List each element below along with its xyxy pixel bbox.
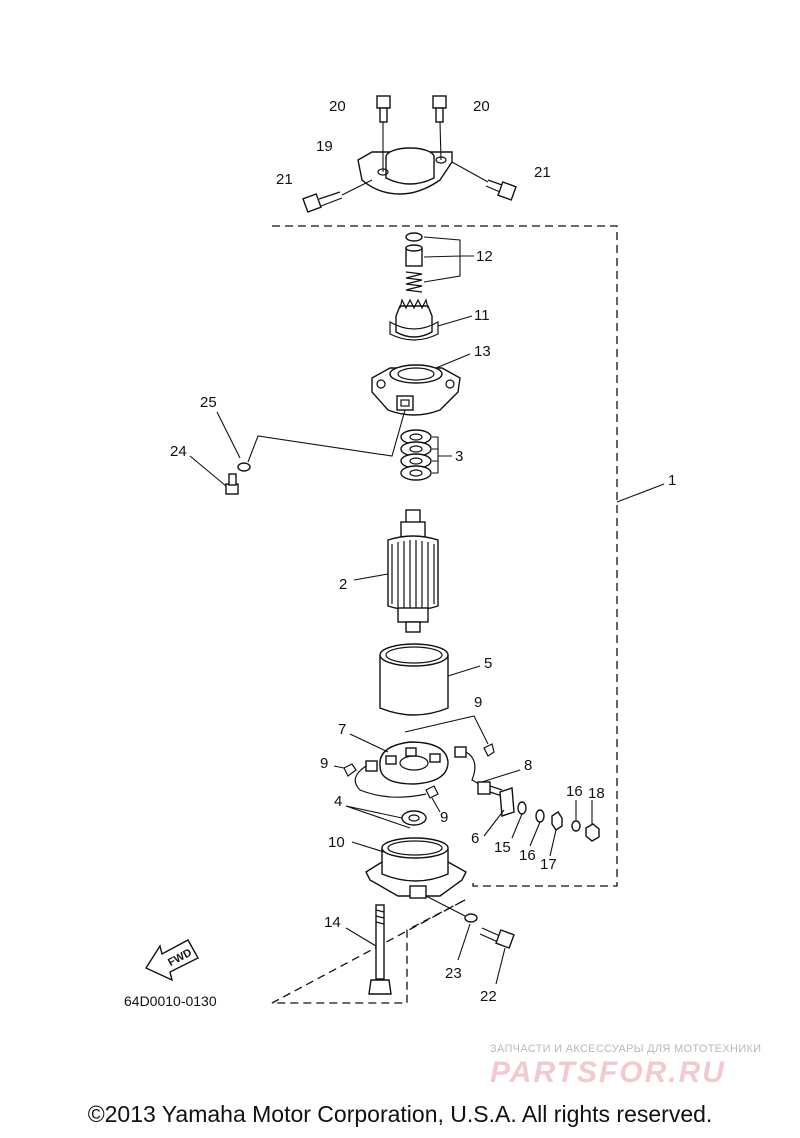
washer-12	[405, 232, 423, 242]
bracket-19	[357, 147, 453, 195]
collar-12	[405, 244, 423, 267]
watermark-tagline: ЗАПЧАСТИ И АКСЕССУАРЫ ДЛЯ МОТОТЕХНИКИ	[490, 1043, 762, 1055]
armature-2	[387, 509, 439, 633]
washer-16-b	[571, 820, 581, 832]
copyright-notice: ©2013 Yamaha Motor Corporation, U.S.A. A…	[87, 1101, 713, 1127]
front-cover-13	[371, 364, 461, 416]
screw-9-right	[483, 743, 495, 757]
bolt-21-right	[485, 179, 517, 201]
callout-5: 5	[484, 655, 492, 672]
callout-6: 6	[471, 830, 479, 847]
bolt-20-right	[432, 95, 447, 123]
callout-9-left: 9	[320, 755, 328, 772]
washer-15	[517, 801, 527, 815]
callout-3: 3	[455, 448, 463, 465]
callout-8: 8	[524, 757, 532, 774]
bolt-22	[479, 927, 515, 949]
callout-16-top: 16	[566, 783, 583, 800]
callout-13: 13	[474, 343, 491, 360]
callouts: 20 20 19 21 21 12 11 13 25 24 3 1 2 5 9 …	[170, 98, 676, 1005]
callout-17: 17	[540, 856, 557, 873]
callout-7: 7	[338, 721, 346, 738]
rear-cover-10	[365, 837, 467, 899]
callout-25: 25	[200, 394, 217, 411]
callout-18: 18	[588, 785, 605, 802]
brush-right	[454, 746, 467, 758]
washers-3	[400, 429, 432, 481]
yoke-5	[379, 643, 449, 716]
callout-23: 23	[445, 965, 462, 982]
callout-1: 1	[668, 472, 676, 489]
callout-21-left: 21	[276, 171, 293, 188]
washer-16-a	[535, 809, 545, 823]
through-bolt-14	[368, 904, 392, 995]
washer-25	[237, 462, 251, 472]
pinion-11	[389, 298, 439, 341]
seal-4	[401, 810, 427, 826]
bolt-8	[477, 781, 503, 797]
callout-11: 11	[474, 307, 490, 324]
callout-10: 10	[328, 834, 345, 851]
callout-9-bottom: 9	[440, 809, 448, 826]
washer-23	[464, 913, 478, 923]
callout-20-right: 20	[473, 98, 490, 115]
nut-17	[551, 811, 563, 831]
callout-16-bottom: 16	[519, 847, 536, 864]
callout-19: 19	[316, 138, 333, 155]
callout-15: 15	[494, 839, 511, 856]
screw-9-left	[343, 763, 357, 777]
callout-9-top: 9	[474, 694, 482, 711]
callout-2: 2	[339, 576, 347, 593]
bolt-21-left	[302, 191, 343, 213]
callout-20-left: 20	[329, 98, 346, 115]
diagram-code: 64D0010-0130	[124, 993, 217, 1009]
callout-24: 24	[170, 443, 187, 460]
brush-left	[365, 760, 378, 772]
callout-14: 14	[324, 914, 341, 931]
plate-6	[499, 787, 515, 817]
watermark-logo: PARTSFOR.RU	[490, 1056, 726, 1089]
fwd-arrow-icon: FWD	[144, 939, 199, 982]
bolt-20-left	[376, 95, 391, 123]
callout-12: 12	[476, 248, 493, 265]
brush-holder-7	[379, 741, 449, 785]
screw-9-bottom	[425, 785, 439, 799]
assembly-boundary	[271, 225, 618, 1004]
callout-21-right: 21	[534, 164, 551, 181]
spring-12	[405, 271, 423, 293]
callout-4: 4	[334, 793, 342, 810]
nut-18	[585, 823, 600, 842]
bolt-24	[225, 473, 239, 495]
callout-22: 22	[480, 988, 497, 1005]
